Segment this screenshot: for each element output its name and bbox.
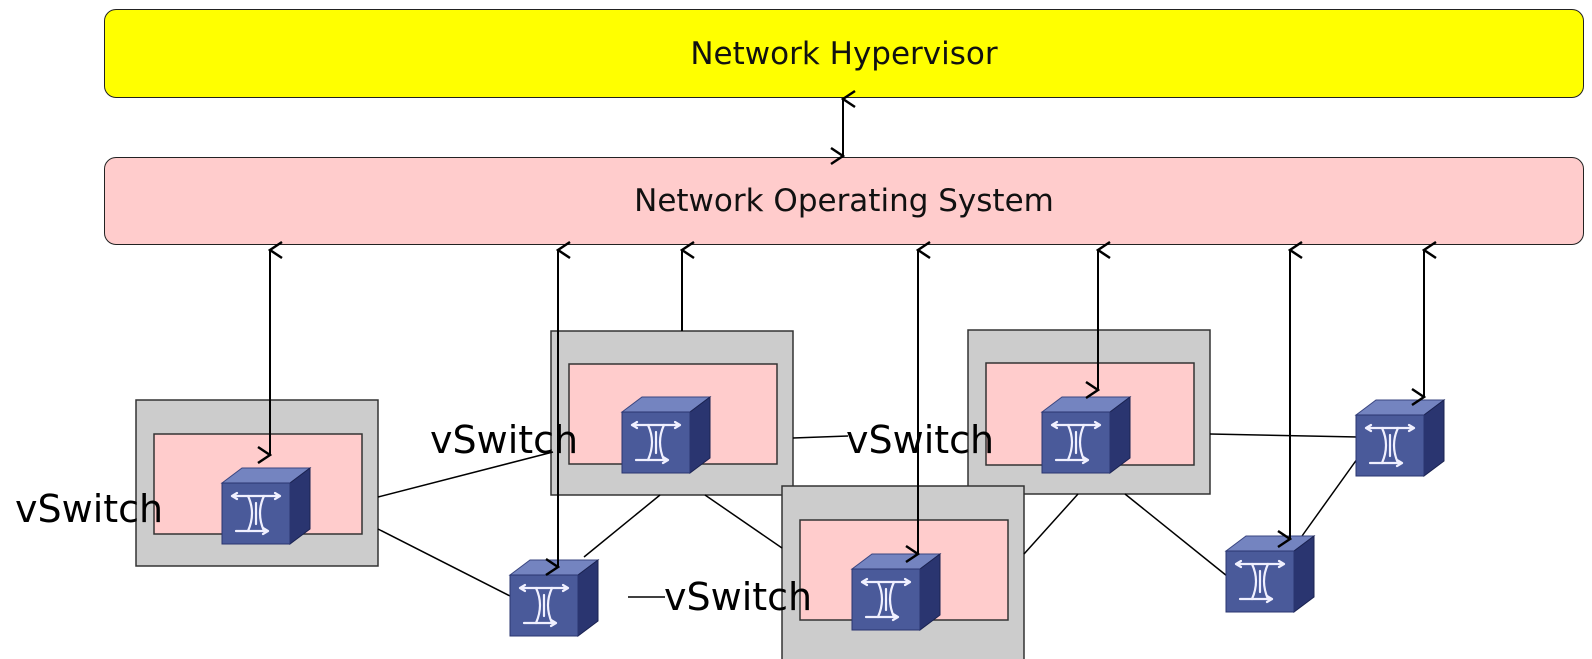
network-operating-system-label: Network Operating System bbox=[634, 183, 1054, 219]
network-switch-icon bbox=[220, 466, 312, 546]
network-switch-icon bbox=[1224, 534, 1316, 614]
switch-links bbox=[377, 433, 1361, 598]
vswitch-label: vSwitch bbox=[430, 418, 579, 462]
network-switch-icon bbox=[1040, 395, 1132, 475]
link-line bbox=[792, 435, 849, 439]
link-line bbox=[1124, 493, 1228, 577]
link-line bbox=[1023, 493, 1079, 555]
network-operating-system-layer: Network Operating System bbox=[104, 157, 1584, 245]
network-switch-icon bbox=[1354, 398, 1446, 478]
network-hypervisor-layer: Network Hypervisor bbox=[104, 9, 1584, 98]
vswitch-label: vSwitch bbox=[846, 418, 995, 462]
link-line bbox=[377, 528, 513, 598]
vswitch-label: vSwitch bbox=[15, 487, 164, 531]
link-line bbox=[704, 494, 783, 549]
network-switch-icon bbox=[508, 558, 600, 638]
link-line bbox=[377, 451, 554, 498]
link-line bbox=[1301, 454, 1361, 537]
control-arrows bbox=[270, 250, 1424, 567]
network-switch-icon bbox=[620, 395, 712, 475]
link-line bbox=[583, 494, 661, 558]
vswitch-label: vSwitch bbox=[664, 575, 813, 619]
link-line bbox=[1209, 433, 1359, 438]
network-switch-icon bbox=[850, 552, 942, 632]
network-hypervisor-label: Network Hypervisor bbox=[690, 35, 998, 72]
